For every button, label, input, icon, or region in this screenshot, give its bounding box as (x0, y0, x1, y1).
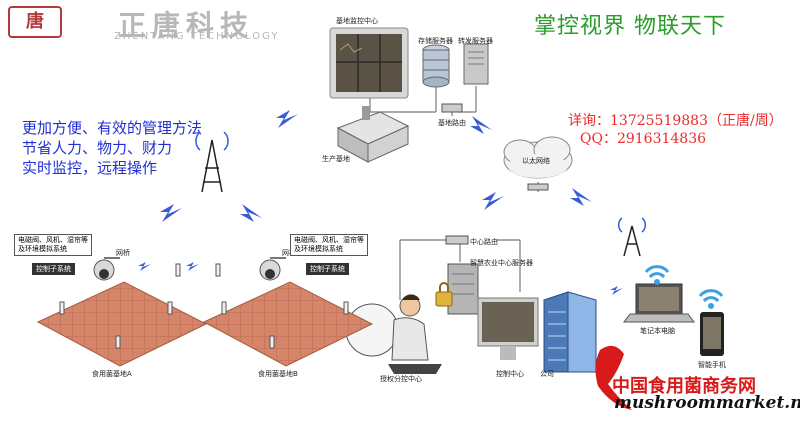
cloud-icon (503, 136, 573, 179)
farm-server-icon (435, 263, 479, 315)
company-logo-english: ZHENTANG TECHNOLOGY (114, 31, 280, 42)
production-base-label: 生产基地 (322, 155, 350, 163)
storage-server-label: 存储服务器 (418, 37, 453, 45)
control-center-label: 控制中心 (496, 370, 524, 378)
operator-icon (345, 294, 442, 374)
wifi-icon (644, 265, 724, 309)
control-subsystem-label: 控制子系统 (306, 263, 349, 275)
control-subsystem-box-b: 电磁阀、风机、湿帘等 及环境模拟系统 控制子系统 (290, 234, 368, 275)
benefits-list: 更加方便、有效的管理方法 节省人力、物力、财力 实时监控，远程操作 (22, 118, 202, 178)
farm-server-label: 智慧农业中心服务器 (470, 259, 533, 267)
forward-server-icon (463, 43, 489, 85)
center-router-icon (445, 235, 469, 245)
laptop-icon (623, 283, 695, 323)
base-a-label: 食用菌基地A (92, 370, 132, 378)
sensor-icons (59, 263, 349, 349)
base-b-floor (202, 281, 374, 367)
benefit-item: 节省人力、物力、财力 (22, 139, 173, 157)
equipment-label: 电磁阀、风机、湿帘等 及环境模拟系统 (290, 234, 368, 256)
watermark-english: mushroommarket.net (614, 393, 800, 413)
center-router-label: 中心路由 (470, 238, 498, 246)
storage-server-icon (422, 44, 450, 88)
radio-tower-icon (195, 131, 229, 193)
smartphone-icon (700, 312, 724, 356)
logo-mark: 唐 (8, 6, 62, 38)
base-router-label: 基地路由 (438, 119, 466, 127)
office-tower-icon (543, 291, 597, 373)
base-b-label: 食用菌基地B (258, 370, 298, 378)
ethernet-label: 以太网络 (522, 157, 550, 165)
wireless-links (138, 110, 623, 295)
contact-qq: QQ：2916314836 (580, 131, 707, 147)
bridge-a-label: 网桥 (116, 249, 130, 257)
phone-label: 智能手机 (698, 361, 726, 369)
benefit-item: 实时监控，远程操作 (22, 159, 158, 177)
monitor-wall-icon (329, 27, 409, 99)
base-a-floor (36, 281, 208, 367)
laptop-label: 笔记本电脑 (640, 327, 675, 335)
contact-phone: 详询：13725519883（正唐/周） (568, 113, 783, 129)
bridge-b-label: 网桥 (282, 249, 296, 257)
control-subsystem-box-a: 电磁阀、风机、湿帘等 及环境模拟系统 控制子系统 (14, 234, 92, 275)
control-monitor-icon (477, 297, 539, 360)
control-subsystem-label: 控制子系统 (32, 263, 75, 275)
company-logo-text: 正唐科技 (118, 9, 255, 42)
watermark-chinese: 中国食用菌商务网 (612, 376, 756, 397)
forward-server-label: 转发服务器 (458, 37, 493, 45)
equipment-label: 电磁阀、风机、湿帘等 及环境模拟系统 (14, 234, 92, 256)
company-label: 公司 (540, 370, 554, 378)
production-building-icon (336, 106, 410, 163)
cloud-switch-icon (527, 183, 549, 191)
benefit-item: 更加方便、有效的管理方法 (22, 119, 203, 137)
watermark-logo-icon (595, 345, 632, 410)
camera-icon (93, 257, 286, 281)
auth-center-label: 授权分控中心 (380, 375, 422, 383)
router-icon (441, 103, 463, 113)
slogan: 掌控视界 物联天下 (534, 14, 726, 39)
monitor-center-label: 基地监控中心 (336, 17, 378, 25)
cell-tower-icon (617, 217, 647, 257)
